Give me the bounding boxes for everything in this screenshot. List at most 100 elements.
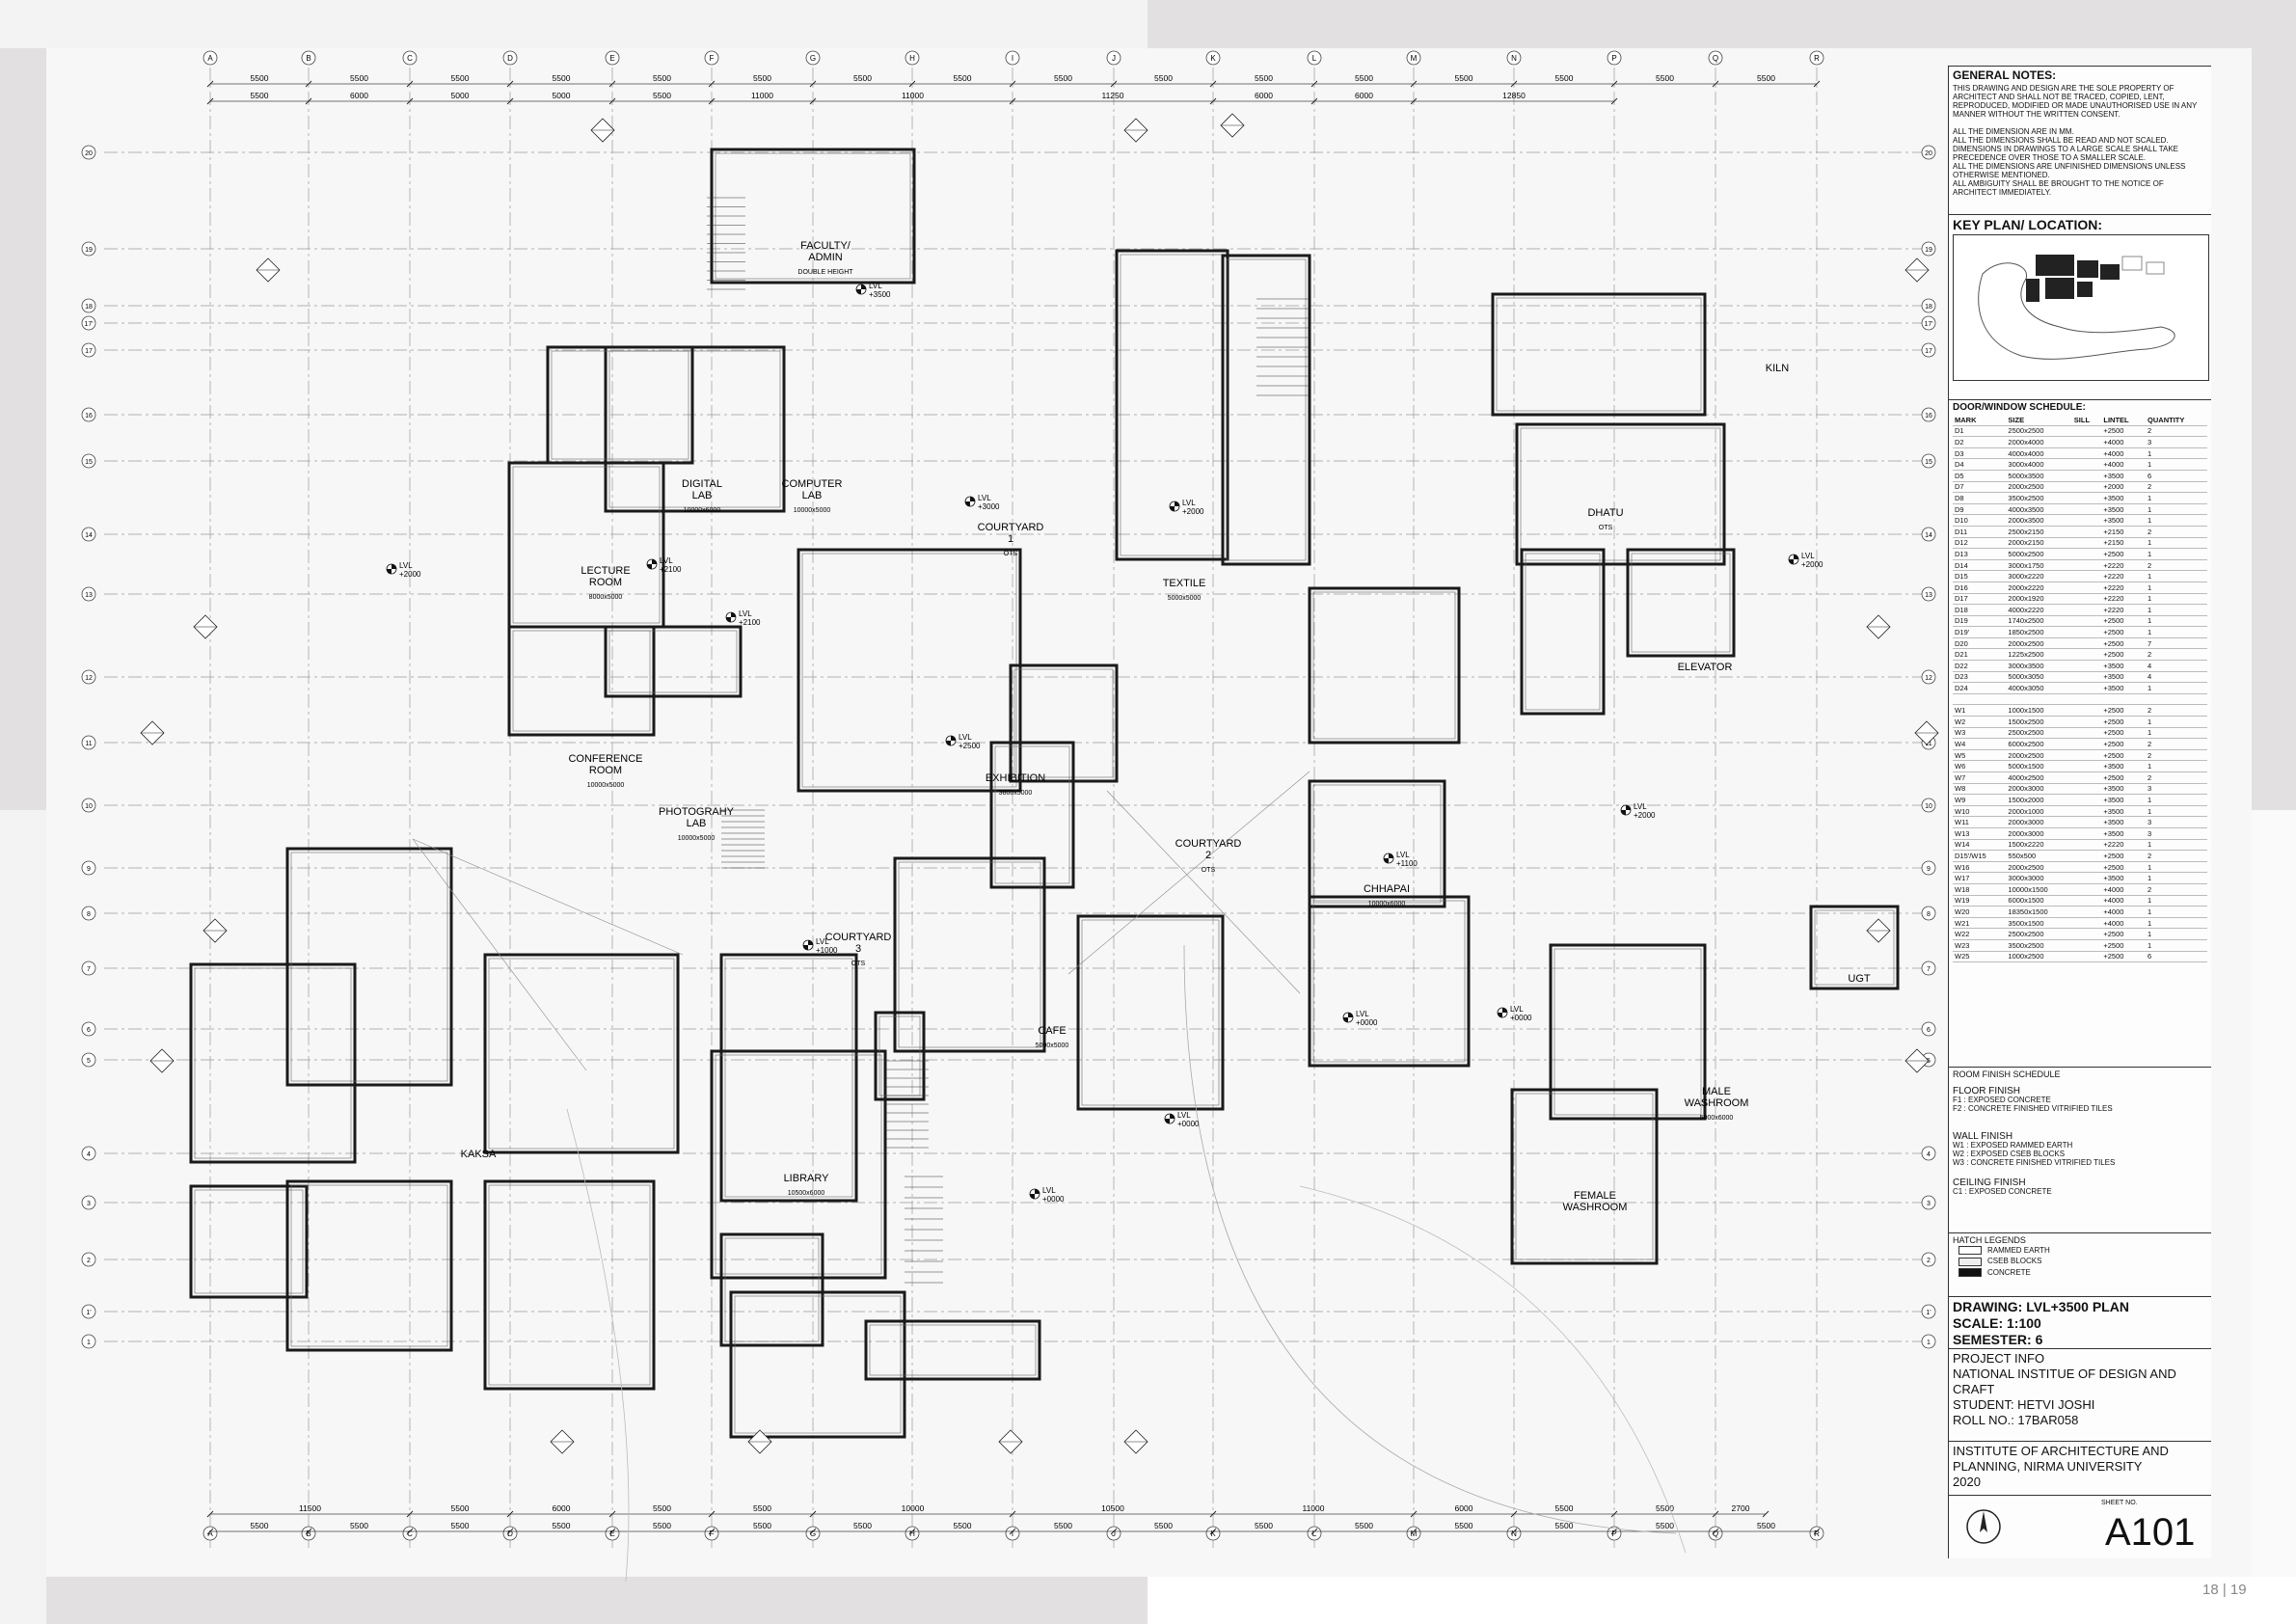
grid-bubble — [1921, 1304, 1936, 1319]
wall-outline — [1115, 249, 1229, 561]
wall-outline — [989, 741, 1075, 889]
notes-line: THIS DRAWING AND DESIGN ARE THE SOLE PRO… — [1953, 84, 2174, 93]
room-sub: OTS — [1599, 525, 1613, 531]
schedule-cell: W21 — [1953, 917, 2007, 930]
schedule-cell — [2071, 503, 2102, 516]
schedule-cell: +3500 — [2101, 794, 2147, 806]
room-sub: 3800x5000 — [999, 790, 1033, 797]
grid-column-label: L — [1312, 54, 1317, 63]
notes-line: ALL THE DIMENSIONS ARE UNFINISHED DIMENS… — [1953, 162, 2186, 171]
wall-outline — [1809, 905, 1900, 990]
grid-row-label: 18 — [1925, 304, 1932, 311]
grid-row-label: 8 — [87, 911, 91, 918]
schedule-cell: D4 — [1953, 458, 2007, 471]
grid-column-label: I — [1012, 1529, 1013, 1538]
grid-column-label: F — [710, 1529, 715, 1538]
schedule-cell: 2 — [2146, 883, 2207, 896]
grid-bubble — [81, 860, 96, 876]
schedule-cell: 1 — [2146, 895, 2207, 907]
notes-line: MANNER WITHOUT THE WRITTEN CONSENT. — [1953, 110, 2120, 119]
wall-inner-line — [898, 861, 1041, 1048]
wall-inner-line — [608, 350, 781, 508]
schedule-cell: 1225x2500 — [2006, 648, 2072, 662]
schedule-cell: 3000x3000 — [2006, 872, 2072, 884]
grid-row-label: 5 — [87, 1058, 91, 1065]
schedule-cell: +3500 — [2101, 816, 2147, 828]
general-notes-title: GENERAL NOTES: — [1953, 68, 2057, 82]
schedule-cell: +3500 — [2101, 682, 2147, 694]
bottom-dimension-grid-tick — [1712, 1528, 1719, 1535]
schedule-cell: 2000x1920 — [2006, 593, 2072, 606]
bottom-dimension-grid-label: 5500 — [251, 1521, 269, 1530]
notes-line: OTHERWISE MENTIONED. — [1953, 171, 2050, 179]
room-sub: 5000x5000 — [1168, 595, 1202, 602]
grid-bubble — [905, 50, 920, 66]
top-dimension-tick — [506, 80, 514, 88]
bottom-dimension-grid-label: 5500 — [1054, 1521, 1072, 1530]
grid-bubble — [1205, 1526, 1221, 1541]
bottom-dimension-label: 6000 — [1455, 1503, 1473, 1513]
schedule-cell — [2071, 593, 2102, 606]
room-name: MALE — [1702, 1086, 1731, 1097]
schedule-cell — [2071, 626, 2102, 638]
wall-inner-line — [488, 1184, 651, 1386]
site-arc — [566, 1108, 630, 1582]
grid-bubble — [1921, 669, 1936, 685]
grid-bubble — [1921, 145, 1936, 160]
wall-outline — [710, 1049, 887, 1280]
bottom-dimension-tick — [206, 1510, 214, 1518]
top-dimension-label: 5500 — [1054, 73, 1072, 83]
wall-outline — [874, 1011, 926, 1101]
schedule-cell: D11 — [1953, 526, 2007, 538]
schedule-cell: 2000x3000 — [2006, 783, 2072, 796]
notes-line: ALL THE DIMENSIONS SHALL BE READ AND NOT… — [1953, 136, 2169, 145]
grid-bubble — [402, 50, 418, 66]
schedule-cell: 1000x2500 — [2006, 951, 2072, 963]
grid-bubble — [81, 1252, 96, 1267]
level-text: +3000 — [978, 502, 1000, 511]
top-dimension-overall-label: 5000 — [553, 91, 571, 100]
level-text: +1000 — [816, 946, 838, 955]
schedule-cell: +2220 — [2101, 593, 2147, 606]
wall-inner-line — [715, 1054, 882, 1275]
schedule-cell: 1 — [2146, 593, 2207, 606]
room-name: COMPUTER — [782, 478, 843, 490]
schedule-cell: D1 — [1953, 425, 2007, 438]
grid-column-label: L — [1312, 1529, 1317, 1538]
top-dimension-tick — [1209, 80, 1217, 88]
top-dimension-overall-tick — [1009, 97, 1016, 105]
wall-outline — [189, 962, 357, 1164]
schedule-cell: 2000x2500 — [2006, 481, 2072, 494]
room-finish-section: ROOM FINISH SCHEDULE FLOOR FINISH F1 : E… — [1949, 1067, 2211, 1270]
schedule-cell — [2071, 615, 2102, 628]
schedule-cell: LINTEL — [2101, 415, 2147, 426]
wall-inner-line — [608, 630, 738, 693]
grid-row-label: 15 — [85, 459, 93, 466]
level-marker-fill — [1498, 1008, 1507, 1017]
hatch-swatch — [1958, 1268, 1982, 1278]
wall-inner-line — [194, 967, 352, 1159]
grid-row-label: 6 — [1927, 1027, 1931, 1034]
wall-inner-line — [869, 1324, 1037, 1376]
grid-bubble — [905, 1526, 920, 1541]
schedule-cell: +4000 — [2101, 436, 2147, 448]
top-dimension-tick — [1110, 80, 1118, 88]
grid-bubble — [81, 527, 96, 542]
top-dimension-tick — [1410, 80, 1418, 88]
schedule-cell: D19' — [1953, 626, 2007, 638]
grid-column-label: R — [1814, 54, 1820, 63]
schedule-cell: D24 — [1953, 682, 2007, 694]
bottom-dimension-grid-tick — [1510, 1528, 1518, 1535]
